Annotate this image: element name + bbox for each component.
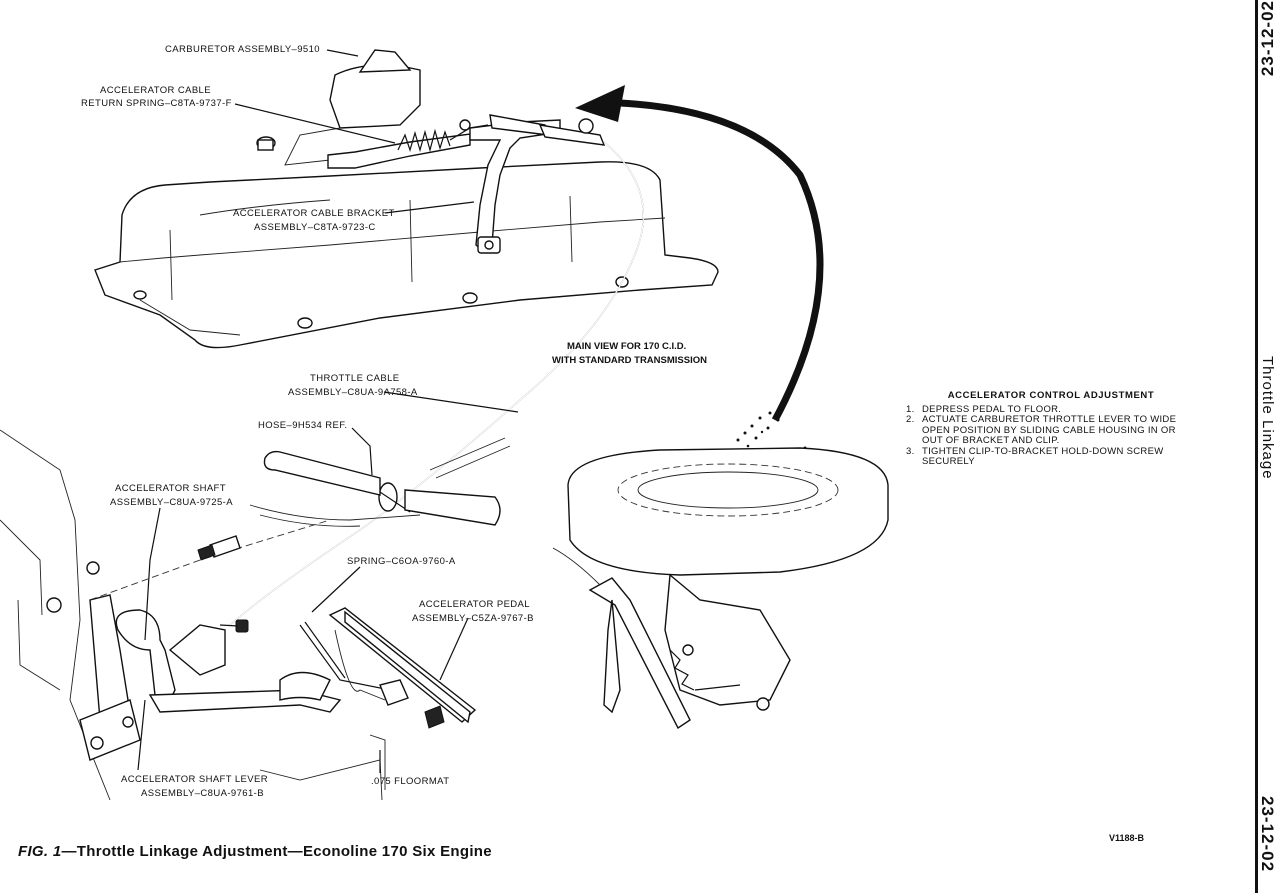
label-return-spring-line1: ACCELERATOR CABLE xyxy=(100,85,211,96)
label-hose: HOSE–9H534 REF. xyxy=(258,420,347,431)
label-main-view-line2: WITH STANDARD TRANSMISSION xyxy=(552,355,707,366)
carburetor-drawing xyxy=(256,49,471,169)
label-pedal-line1: ACCELERATOR PEDAL xyxy=(419,599,530,610)
label-throttle-cable-line1: THROTTLE CABLE xyxy=(310,373,400,384)
figure-reference-code: V1188-B xyxy=(1109,833,1145,843)
section-title: Throttle Linkage xyxy=(1259,356,1276,480)
label-bracket-line1: ACCELERATOR CABLE BRACKET xyxy=(233,208,395,219)
labels: CARBURETOR ASSEMBLY–9510 ACCELERATOR CAB… xyxy=(81,44,707,799)
label-shaft-line2: ASSEMBLY–C8UA-9725-A xyxy=(110,497,233,508)
label-shaft-lever-line1: ACCELERATOR SHAFT LEVER xyxy=(121,774,268,785)
label-shaft-lever-line2: ASSEMBLY–C8UA-9761-B xyxy=(141,788,264,799)
adjustment-step: 3. TIGHTEN CLIP-TO-BRACKET HOLD-DOWN SCRE… xyxy=(906,445,1196,468)
step-number: 3. xyxy=(906,445,915,457)
figure-title: —Throttle Linkage Adjustment—Econoline 1… xyxy=(61,843,492,860)
adjustment-step: 1. DEPRESS PEDAL TO FLOOR. xyxy=(906,403,1196,416)
adjustment-procedure: ACCELERATOR CONTROL ADJUSTMENT 1. DEPRESS… xyxy=(906,390,1196,468)
label-spring: SPRING–C6OA-9760-A xyxy=(347,556,456,567)
cable-bracket-drawing xyxy=(459,114,606,254)
label-return-spring-line2: RETURN SPRING–C8TA-9737-F xyxy=(81,98,232,109)
figure-caption: FIG. 1—Throttle Linkage Adjustment—Econo… xyxy=(18,843,492,860)
label-throttle-cable-line2: ASSEMBLY–C8UA-9A758-A xyxy=(288,387,418,398)
label-bracket-line2: ASSEMBLY–C8TA-9723-C xyxy=(254,222,376,233)
label-pedal-line2: ASSEMBLY–C5ZA-9767-B xyxy=(412,613,534,624)
pedal-assembly-drawing xyxy=(0,429,477,801)
adjustment-title: ACCELERATOR CONTROL ADJUSTMENT xyxy=(947,390,1155,401)
step-number: 1. xyxy=(906,403,915,415)
adjustment-step: 2. ACTUATE CARBURETOR THROTTLE LEVER TO W… xyxy=(906,414,1196,447)
step-number: 2. xyxy=(906,414,915,425)
page-number-top: 23-12-02 xyxy=(1258,0,1277,77)
label-main-view-line1: MAIN VIEW FOR 170 C.I.D. xyxy=(567,341,686,352)
throttle-cable-drawing xyxy=(229,141,644,626)
label-shaft-line1: ACCELERATOR SHAFT xyxy=(115,483,226,494)
step-text: DEPRESS PEDAL TO FLOOR. xyxy=(922,403,1062,415)
page-number-bottom: 23-12-02 xyxy=(1258,796,1277,873)
leader-lines xyxy=(137,49,519,773)
label-floormat: .075 FLOORMAT xyxy=(371,776,449,787)
figure-number: FIG. 1 xyxy=(18,843,62,860)
valve-cover-drawing xyxy=(94,161,719,349)
hose-drawing xyxy=(249,437,511,527)
adjustment-steps: 1. DEPRESS PEDAL TO FLOOR. 2. ACTUATE CARB… xyxy=(906,403,1196,468)
label-carburetor: CARBURETOR ASSEMBLY–9510 xyxy=(165,44,320,55)
step-text: TIGHTEN CLIP-TO-BRACKET HOLD-DOWN SCREW … xyxy=(922,445,1164,467)
detail-view-drawing xyxy=(552,447,889,730)
page-edge-rule xyxy=(1255,0,1258,893)
view-arrow xyxy=(575,85,824,450)
step-text: ACTUATE CARBURETOR THROTTLE LEVER TO WID… xyxy=(922,414,1177,446)
